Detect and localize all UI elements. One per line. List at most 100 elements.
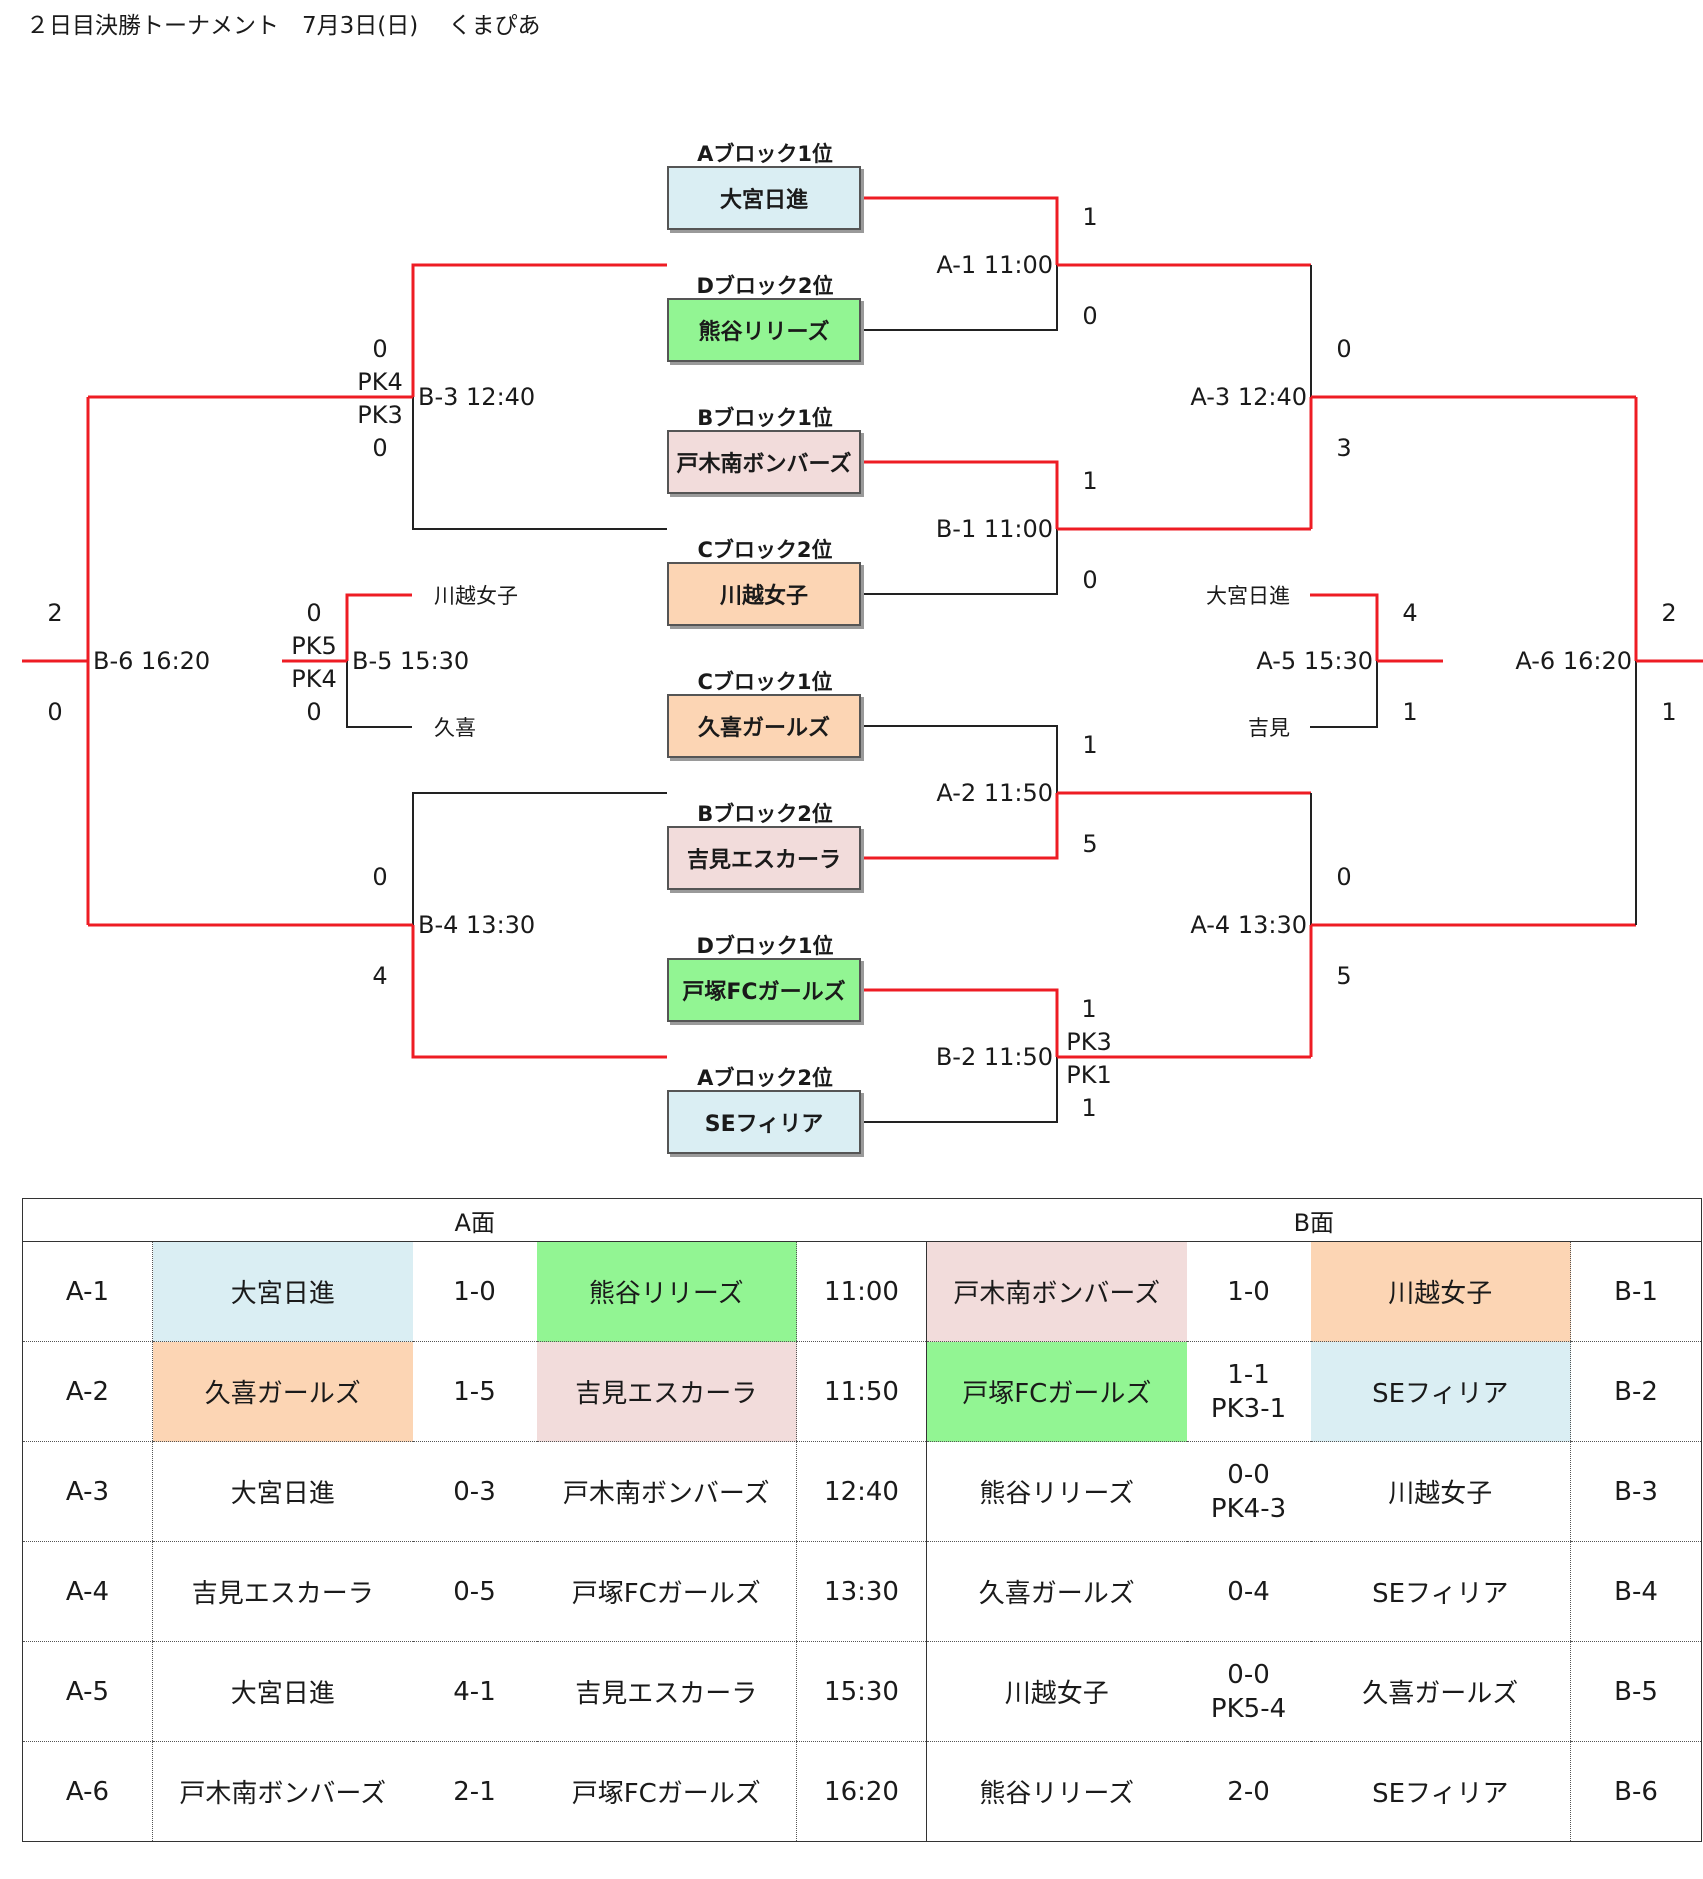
score-b3-top: 0 <box>372 335 388 363</box>
match-label-b1: B-1 11:00 <box>935 515 1053 543</box>
slot-label: Cブロック1位 <box>697 670 833 694</box>
match-label-b6: B-6 16:20 <box>93 647 211 675</box>
score-main: 0-0 <box>1227 1459 1270 1490</box>
team-box: 戸木南ボンバーズ <box>667 430 861 494</box>
team-box: 吉見エスカーラ <box>667 826 861 890</box>
score-main: 1-0 <box>1227 1276 1270 1307</box>
line-a5-bottom <box>1310 661 1378 728</box>
score-a5-top: 4 <box>1402 599 1418 627</box>
score-b1-top: 1 <box>1082 467 1098 495</box>
court-a-header: A面 <box>22 1198 927 1242</box>
kickoff-time: 13:30 <box>795 1541 927 1642</box>
score-a4-bottom: 5 <box>1336 962 1352 990</box>
line-a1-bottom <box>863 265 1058 331</box>
line-a2-top <box>863 725 1058 793</box>
score: 0-4 <box>1186 1541 1311 1642</box>
match-id: A-4 <box>22 1541 153 1642</box>
score: 2-1 <box>453 1776 496 1807</box>
line-b5-bottom <box>346 661 412 728</box>
away-team: 川越女子 <box>1310 1241 1571 1342</box>
kickoff-time: 11:00 <box>795 1241 927 1342</box>
team-box: 大宮日進 <box>667 166 861 230</box>
match-id: B-3 <box>1570 1441 1702 1542</box>
score: 0-5 <box>412 1541 537 1642</box>
score-b6-bottom: 0 <box>47 698 63 726</box>
score-b4-bottom: 4 <box>372 962 388 990</box>
pk-b2-top: PK3 <box>1066 1028 1112 1056</box>
match-label-a1: A-1 11:00 <box>936 251 1053 279</box>
match-id: A-3 <box>22 1441 153 1542</box>
score-main: 2-0 <box>1227 1776 1270 1807</box>
score-b5-bottom: 0 <box>306 698 322 726</box>
slot-label: Aブロック2位 <box>697 1066 833 1090</box>
score-b1-bottom: 0 <box>1082 566 1098 594</box>
home-team: 川越女子 <box>926 1641 1187 1742</box>
match-label-b2: B-2 11:50 <box>935 1043 1053 1071</box>
home-team: 大宮日進 <box>152 1641 413 1742</box>
line-a2-bottom <box>863 793 1059 860</box>
kickoff-time: 11:50 <box>795 1341 927 1442</box>
score-main: 0-4 <box>1227 1576 1270 1607</box>
home-team: 熊谷リリーズ <box>926 1441 1187 1542</box>
team-b5-bottom: 久喜 <box>434 716 476 740</box>
match-id: B-2 <box>1570 1341 1702 1442</box>
kickoff-time: 16:20 <box>795 1741 927 1842</box>
pk-b3-top: PK4 <box>357 368 403 396</box>
away-team: 戸塚FCガールズ <box>571 1779 761 1809</box>
kickoff-time: 15:30 <box>795 1641 927 1742</box>
home-team: 久喜ガールズ <box>152 1341 413 1442</box>
line-b4-bottom <box>411 925 667 1059</box>
score-a3-bottom: 3 <box>1336 434 1352 462</box>
score-b3-bottom: 0 <box>372 434 388 462</box>
home-team: 戸木南ボンバーズ <box>152 1741 413 1842</box>
score: 2-0 <box>1187 1742 1311 1842</box>
match-label-b5: B-5 15:30 <box>352 647 470 675</box>
away-team: 戸塚FCガールズ <box>536 1541 797 1642</box>
home-team: 大宮日進 <box>152 1241 413 1342</box>
score-b2-top: 1 <box>1081 995 1097 1023</box>
match-id: A-6 <box>65 1776 110 1807</box>
score-b4-top: 0 <box>372 863 388 891</box>
score-b5-top: 0 <box>306 599 322 627</box>
match-label-a2: A-2 11:50 <box>936 779 1053 807</box>
away-team: 川越女子 <box>1310 1441 1571 1542</box>
match-label-a5: A-5 15:30 <box>1256 647 1373 675</box>
score: 1-0 <box>412 1241 537 1342</box>
score-a1-bottom: 0 <box>1082 302 1098 330</box>
match-id: A-2 <box>22 1341 153 1442</box>
line-b4-top <box>412 792 667 925</box>
match-label-a6: A-6 16:20 <box>1515 647 1632 675</box>
home-team: 久喜ガールズ <box>926 1541 1187 1642</box>
score-a3-top: 0 <box>1336 335 1352 363</box>
score-main: 0-0 <box>1227 1659 1270 1690</box>
score: 1-0 <box>1186 1241 1311 1342</box>
score-main: 1-1 <box>1227 1359 1270 1390</box>
match-label-b4: B-4 13:30 <box>418 911 536 939</box>
score-a5-bottom: 1 <box>1402 698 1418 726</box>
home-team: 熊谷リリーズ <box>926 1741 1187 1842</box>
line-b1-bottom <box>863 529 1058 595</box>
slot-label: Bブロック2位 <box>697 802 833 826</box>
slot-label: Cブロック2位 <box>697 538 833 562</box>
score-a6-bottom: 1 <box>1661 698 1677 726</box>
court-b-header: B面 <box>926 1198 1702 1242</box>
line-b3-bottom <box>412 397 667 530</box>
home-team: 戸塚FCガールズ <box>926 1341 1187 1442</box>
slot-label: Dブロック1位 <box>696 934 834 958</box>
score-b2-bottom: 1 <box>1081 1094 1097 1122</box>
score-pk: PK5-4 <box>1210 1693 1287 1724</box>
score-a6-top: 2 <box>1661 599 1677 627</box>
score-a2-bottom: 5 <box>1082 830 1098 858</box>
pk-b5-bottom: PK4 <box>291 665 337 693</box>
team-box: SEフィリア <box>667 1090 861 1154</box>
line-b1-top <box>863 460 1059 529</box>
match-id: B-6 <box>1570 1741 1702 1842</box>
match-id: A-1 <box>22 1241 153 1342</box>
team-box: 川越女子 <box>667 562 861 626</box>
line-a1-top <box>863 196 1059 265</box>
